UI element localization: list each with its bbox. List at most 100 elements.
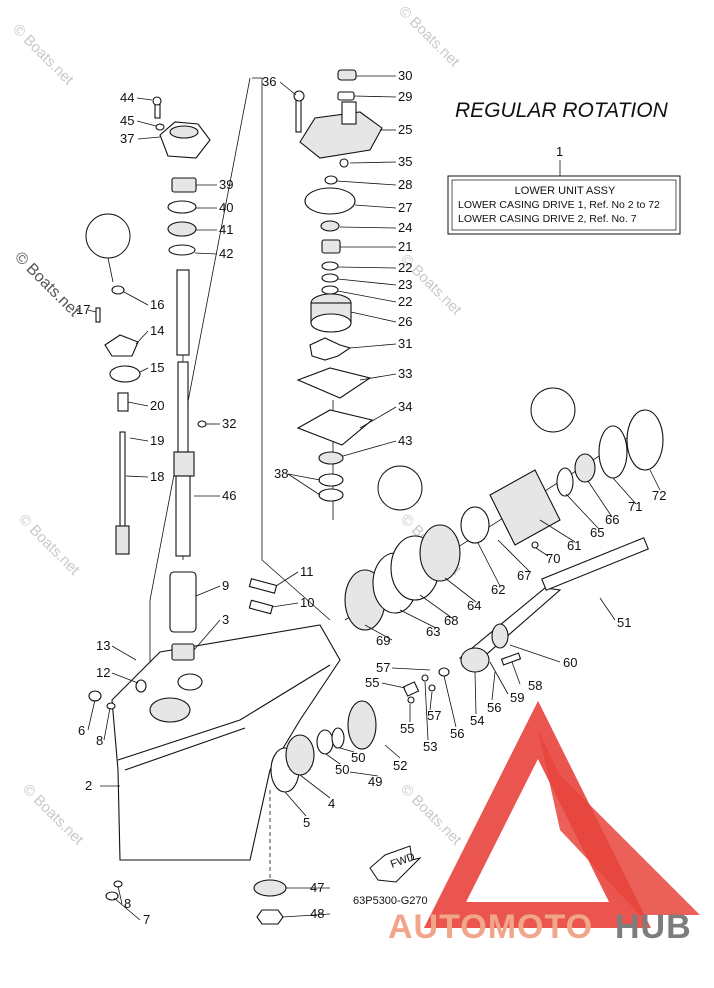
info-box-title: LOWER UNIT ASSY: [515, 185, 616, 197]
callout-label: 62: [491, 582, 505, 597]
callout-label: 63: [426, 624, 440, 639]
callout-label: 40: [219, 200, 233, 215]
watermark-side: © Boats.net: [11, 249, 83, 321]
callout-label: 12: [96, 665, 110, 680]
callout-label: 29: [398, 89, 412, 104]
callout-label: 26: [398, 314, 412, 329]
callout-label: 25: [398, 122, 412, 137]
leader-lines: [87, 75, 661, 921]
forward-gear-parts: [253, 700, 377, 925]
callout-label: 13: [96, 638, 110, 653]
callout-label: 9: [222, 578, 229, 593]
callout-label: 65: [590, 525, 604, 540]
callout-label: 17: [76, 302, 90, 317]
callout-label: 59: [510, 690, 524, 705]
callout-label: 20: [150, 398, 164, 413]
callout-label: 54: [470, 713, 484, 728]
automotohub-logo: AUTOMOTO HUB: [388, 700, 700, 946]
info-box-ref: 1: [556, 144, 563, 159]
callout-label: 4: [328, 796, 335, 811]
callout-label: 8: [96, 733, 103, 748]
callout-label: 55: [365, 675, 379, 690]
callout-label: 21: [398, 239, 412, 254]
callout-label: 56: [450, 726, 464, 741]
callout-label: 6: [78, 723, 85, 738]
callout-label: 22: [398, 260, 412, 275]
callout-label: 68: [444, 613, 458, 628]
watermark: © Boats.net: [9, 21, 77, 89]
callout-label: 71: [628, 499, 642, 514]
drive-shaft-parts: [152, 96, 211, 557]
callout-label: 70: [546, 551, 560, 566]
callout-label: 42: [219, 246, 233, 261]
callout-label: 53: [423, 739, 437, 754]
callout-label: 7: [143, 912, 150, 927]
callout-label: 50: [335, 762, 349, 777]
callout-label: 51: [617, 615, 631, 630]
callout-label: 10: [300, 595, 314, 610]
callout-label: 28: [398, 177, 412, 192]
callout-label: 14: [150, 323, 164, 338]
callout-label: 18: [150, 469, 164, 484]
callout-label: 16: [150, 297, 164, 312]
callout-label: 58: [528, 678, 542, 693]
callout-label: 2: [85, 778, 92, 793]
callout-label: 57: [427, 708, 441, 723]
info-box-line: LOWER CASING DRIVE 2, Ref. No. 7: [458, 213, 637, 225]
water-pump-parts: [293, 69, 383, 502]
callout-label: 56: [487, 700, 501, 715]
callout-label: 57: [376, 660, 390, 675]
callout-label: 43: [398, 433, 412, 448]
callout-label: 64: [467, 598, 481, 613]
callout-label: 36: [262, 74, 276, 89]
lower-unit-info-box: 1 LOWER UNIT ASSY LOWER CASING DRIVE 1, …: [447, 144, 681, 235]
watermark: © Boats.net: [19, 781, 87, 849]
callout-label: 37: [120, 131, 134, 146]
callout-label: 39: [219, 177, 233, 192]
callout-label: 5: [303, 815, 310, 830]
callout-label: 45: [120, 113, 134, 128]
info-box-line: LOWER CASING DRIVE 1, Ref. No 2 to 72: [458, 199, 660, 211]
callout-label: 44: [120, 90, 134, 105]
callout-label: 41: [219, 222, 233, 237]
callout-label: 47: [310, 880, 324, 895]
callout-label: 35: [398, 154, 412, 169]
callout-label: 72: [652, 488, 666, 503]
callout-label: 23: [398, 277, 412, 292]
callout-label: 24: [398, 220, 412, 235]
callout-label: 3: [222, 612, 229, 627]
callout-label: 33: [398, 366, 412, 381]
callout-label: 11: [300, 564, 314, 579]
watermark: © Boats.net: [397, 781, 465, 849]
callout-label: 34: [398, 399, 412, 414]
callout-label: 22: [398, 294, 412, 309]
callout-label: 60: [563, 655, 577, 670]
callout-labels: 44 45 37 36 30 29 25 35 28 27 39 40 41 4…: [76, 68, 666, 927]
diagram-code: 63P5300-G270: [353, 895, 428, 907]
logo-text-hub: HUB: [615, 908, 692, 946]
propeller-shaft-parts: [344, 387, 664, 704]
watermark: © Boats.net: [15, 511, 83, 579]
callout-label: 46: [222, 488, 236, 503]
callout-label: 48: [310, 906, 324, 921]
callout-label: 15: [150, 360, 164, 375]
callout-label: 52: [393, 758, 407, 773]
callout-label: 50: [351, 750, 365, 765]
callout-label: 61: [567, 538, 581, 553]
lower-casing: [88, 571, 341, 901]
diagram-title: REGULAR ROTATION: [455, 99, 669, 122]
callout-label: 38: [274, 466, 288, 481]
callout-label: 67: [517, 568, 531, 583]
callout-label: 55: [400, 721, 414, 736]
callout-label: 8: [124, 896, 131, 911]
callout-label: 27: [398, 200, 412, 215]
callout-label: 49: [368, 774, 382, 789]
callout-label: 66: [605, 512, 619, 527]
logo-text-auto: AUTOMOTO: [388, 908, 593, 946]
callout-label: 30: [398, 68, 412, 83]
callout-label: 32: [222, 416, 236, 431]
callout-label: 19: [150, 433, 164, 448]
fwd-arrow: FWD: [369, 845, 422, 883]
callout-label: 31: [398, 336, 412, 351]
